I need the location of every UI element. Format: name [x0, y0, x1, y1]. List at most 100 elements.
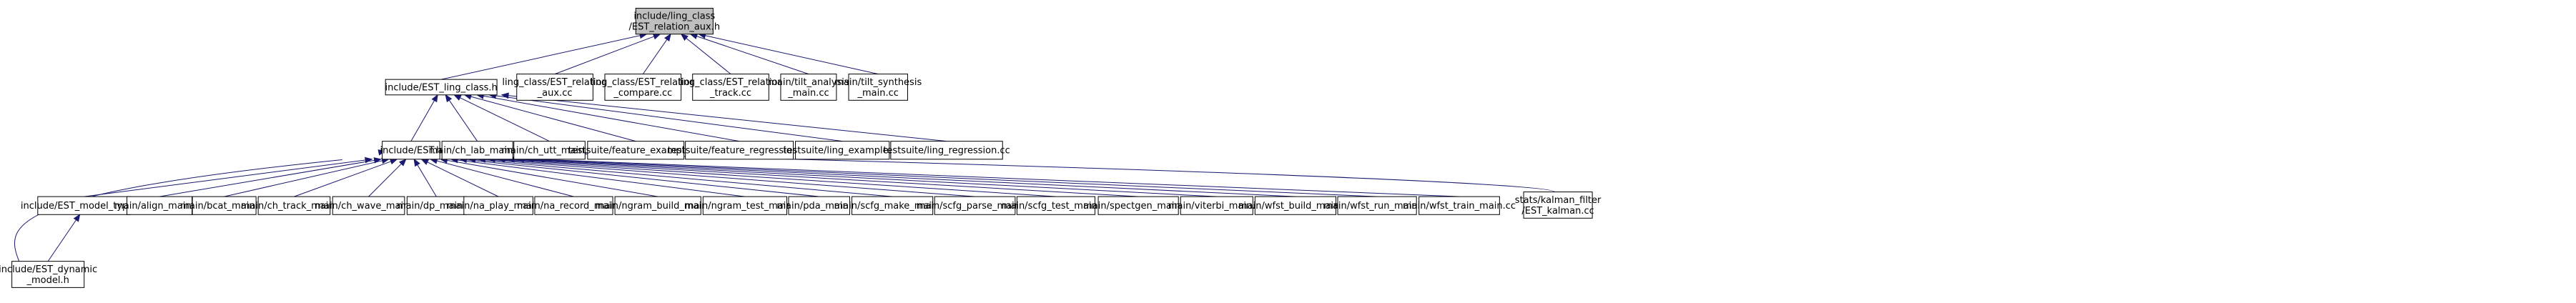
- edge-line: [430, 159, 574, 197]
- node-feature-regression[interactable]: testsuite/feature_regression.cc: [668, 141, 811, 160]
- node-label: main/dp_main.cc: [397, 201, 476, 212]
- node-label: main/scfg_test_main.cc: [1002, 201, 1110, 212]
- node-label: include/ling_class: [633, 11, 715, 22]
- node-viterbi[interactable]: main/viterbi_main.cc: [1168, 196, 1265, 215]
- node-ch-wave[interactable]: main/ch_wave_main.cc: [315, 196, 423, 215]
- edge-line: [536, 159, 1460, 197]
- node-tilt-analysis[interactable]: main/tilt_analysis_main.cc: [768, 74, 849, 101]
- node-kalman[interactable]: stats/kalman_filter/EST_kalman.cc: [1515, 192, 1602, 219]
- node-label: main/na_play_main.cc: [447, 201, 551, 212]
- node-label: main/ngram_test_main.cc: [685, 201, 805, 212]
- node-scfg-parse[interactable]: main/scfg_parse_main.cc: [917, 196, 1034, 215]
- arrowhead-icon: [664, 33, 671, 42]
- node-label: main/spectgen_main.cc: [1083, 201, 1193, 212]
- node-box: [890, 141, 1003, 160]
- node-dynamic-model[interactable]: include/EST_dynamic_model.h: [0, 261, 97, 288]
- node-box: [385, 79, 498, 96]
- edge-line: [477, 94, 740, 142]
- node-scfg-make[interactable]: main/scfg_make_main.cc: [834, 196, 951, 215]
- node-relation-aux-cc[interactable]: ling_class/EST_relation_aux.cc: [502, 74, 608, 101]
- node-box: [127, 196, 193, 215]
- edge-line: [699, 34, 879, 75]
- edge-ch-wave-to-est-h: [368, 158, 407, 197]
- edge-na-play-to-est-h: [420, 159, 499, 197]
- edge-dp-to-est-h: [413, 158, 437, 197]
- node-box: [463, 196, 533, 215]
- node-scfg-test[interactable]: main/scfg_test_main.cc: [1002, 196, 1110, 215]
- node-box: [1418, 196, 1500, 215]
- node-ch-lab[interactable]: main/ch_lab_main.cc: [429, 141, 526, 160]
- node-box: [1097, 196, 1179, 215]
- node-wfst-build[interactable]: main/wfst_build_main.cc: [1238, 196, 1353, 215]
- edge-scfg-parse-to-est-h: [478, 157, 975, 197]
- edge-line: [690, 34, 809, 75]
- arrowhead-icon: [431, 94, 438, 103]
- node-ling-regression[interactable]: testsuite/ling_regression.cc: [883, 141, 1010, 160]
- node-relation-track-cc[interactable]: ling_class/EST_relation_track.cc: [678, 74, 784, 101]
- node-ngram-test[interactable]: main/ngram_test_main.cc: [685, 196, 805, 215]
- node-ch-utt[interactable]: main/ch_utt_main.cc: [501, 141, 598, 160]
- node-box: [692, 74, 769, 101]
- node-label: _compare.cc: [613, 88, 672, 99]
- node-na-record[interactable]: main/na_record_main.cc: [517, 196, 631, 215]
- node-feature-example[interactable]: testsuite/feature_example.cc: [568, 141, 704, 160]
- node-wfst-run[interactable]: main/wfst_run_main.cc: [1323, 196, 1431, 215]
- node-box: [406, 196, 466, 215]
- node-label: testsuite/ling_regression.cc: [883, 146, 1010, 157]
- node-label: testsuite/feature_example.cc: [568, 146, 704, 157]
- node-label: ling_class/EST_relation: [502, 77, 607, 88]
- node-box: [788, 196, 851, 215]
- edge-line: [464, 94, 636, 142]
- edge-tilt-synthesis-to-root: [698, 32, 879, 75]
- node-ling-example[interactable]: testsuite/ling_example.cc: [783, 141, 902, 160]
- edge-line: [47, 214, 81, 262]
- node-spectgen[interactable]: main/spectgen_main.cc: [1083, 196, 1193, 215]
- arrowhead-icon: [398, 158, 407, 167]
- node-pda[interactable]: main/pda_main.cc: [776, 196, 862, 215]
- node-relation-compare-cc[interactable]: ling_class/EST_relation_compare.cc: [591, 74, 696, 101]
- node-label: main/ch_track_main.cc: [241, 201, 347, 212]
- node-box: [1016, 196, 1096, 215]
- node-box: [780, 74, 837, 101]
- node-label: _main.cc: [857, 88, 899, 99]
- edge-wfst-run-to-est-h: [525, 156, 1378, 197]
- node-box: [1180, 196, 1253, 215]
- edge-ling-regression-to-ling-class-h: [500, 92, 947, 142]
- node-box: [852, 196, 934, 215]
- node-root: include/ling_class/EST_relation_aux.h: [629, 8, 720, 35]
- edge-line: [440, 159, 658, 197]
- edge-line: [517, 159, 1296, 197]
- node-align[interactable]: main/align_main.cc: [114, 196, 204, 215]
- arrowhead-icon: [413, 158, 420, 167]
- edge-line: [413, 159, 437, 197]
- node-label: main/ch_utt_main.cc: [501, 146, 598, 157]
- node-box: [604, 74, 682, 101]
- node-dp[interactable]: main/dp_main.cc: [397, 196, 476, 215]
- node-label: main/ch_wave_main.cc: [315, 201, 422, 212]
- node-label: main/ch_lab_main.cc: [429, 146, 526, 157]
- node-box: [1254, 196, 1337, 215]
- edge-line: [410, 94, 438, 141]
- node-box: [848, 74, 908, 101]
- arrowhead-icon: [445, 94, 453, 103]
- node-label: include/EST_ling_class.h: [385, 82, 498, 93]
- node-na-play[interactable]: main/na_play_main.cc: [447, 196, 551, 215]
- node-label: main/pda_main.cc: [776, 201, 862, 212]
- node-ngram-build[interactable]: main/ngram_build_main.cc: [596, 196, 721, 215]
- node-wfst-train[interactable]: main/wfst_train_main.cc: [1403, 196, 1516, 215]
- node-ling-class-h[interactable]: include/EST_ling_class.h: [385, 79, 498, 96]
- node-label: _track.cc: [709, 88, 751, 99]
- node-bcat[interactable]: main/bcat_main.cc: [180, 196, 268, 215]
- node-label: testsuite/ling_example.cc: [783, 146, 902, 157]
- node-box: [1337, 196, 1417, 215]
- node-model-types[interactable]: include/EST_model_types.h: [21, 196, 148, 215]
- edge-line: [454, 94, 550, 142]
- node-ch-track[interactable]: main/ch_track_main.cc: [241, 196, 347, 215]
- edge-relation-track-cc-to-root: [680, 33, 731, 75]
- edge-line: [450, 159, 745, 197]
- node-est-h[interactable]: include/EST.h: [380, 141, 443, 160]
- node-tilt-synthesis[interactable]: main/tilt_synthesis_main.cc: [834, 74, 922, 101]
- edge-line: [498, 159, 1139, 197]
- edge-line: [460, 159, 819, 197]
- edge-line: [84, 159, 372, 197]
